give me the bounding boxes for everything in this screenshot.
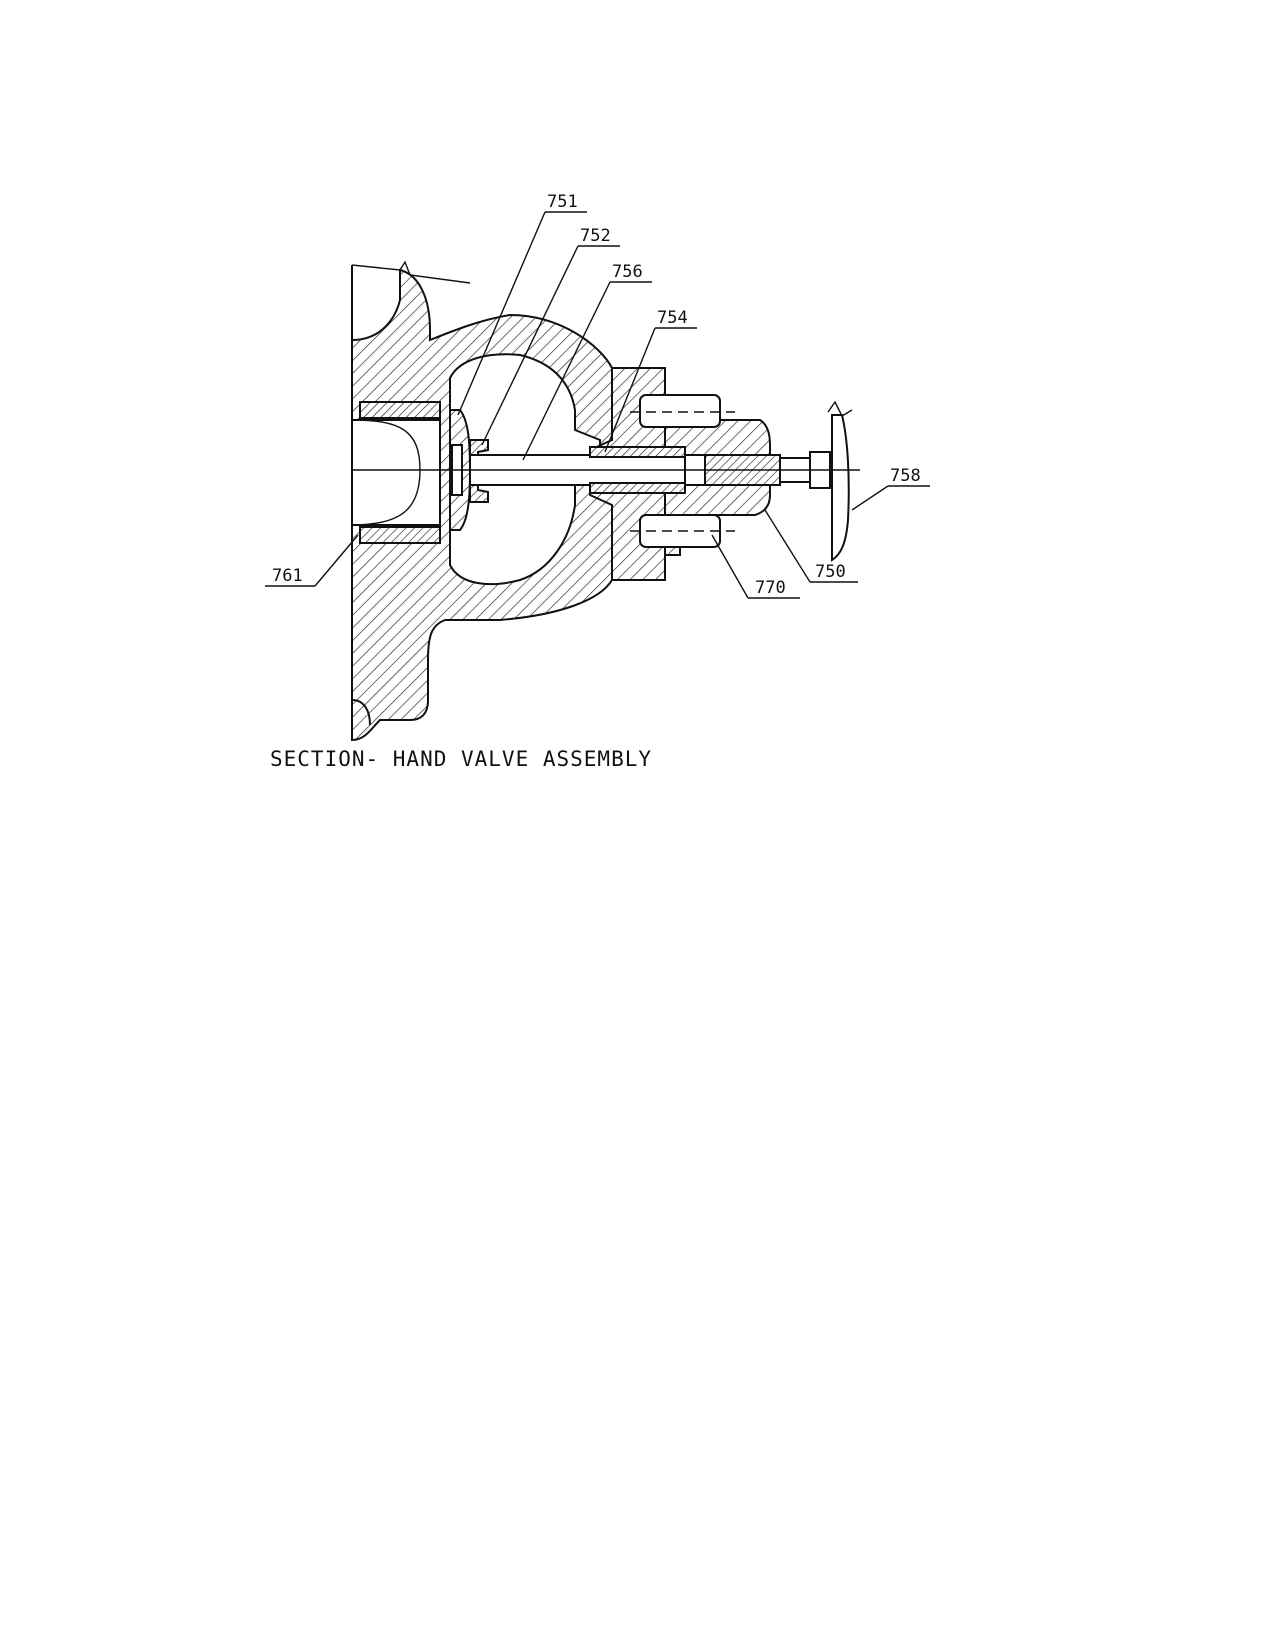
callout-758: 758 xyxy=(890,466,921,486)
packing-754-top xyxy=(589,446,686,458)
leader-lines xyxy=(265,211,930,599)
leader-758 xyxy=(851,485,889,511)
leader-761 xyxy=(314,534,359,587)
packing-754-bottom xyxy=(589,482,686,494)
drawing-caption: SECTION- HAND VALVE ASSEMBLY xyxy=(270,747,652,771)
port-bore xyxy=(351,419,441,526)
top-break-line xyxy=(351,260,471,284)
seat-insert-bottom xyxy=(359,526,441,544)
leader-750 xyxy=(764,509,811,583)
leader-751 xyxy=(457,211,546,416)
callout-770: 770 xyxy=(755,578,786,598)
body-bottom-bump xyxy=(351,699,371,726)
handwheel-break xyxy=(827,400,853,417)
callout-756: 756 xyxy=(612,262,643,282)
callout-750: 750 xyxy=(815,562,846,582)
leader-756 xyxy=(522,281,611,461)
leader-752 xyxy=(481,245,579,446)
seat-insert-top xyxy=(359,401,441,419)
callout-754: 754 xyxy=(657,308,688,328)
callout-751: 751 xyxy=(547,192,578,212)
leader-754 xyxy=(604,327,656,453)
leader-770 xyxy=(711,534,749,599)
handwheel-rim xyxy=(831,414,850,562)
callout-761: 761 xyxy=(272,566,303,586)
callout-752: 752 xyxy=(580,226,611,246)
stud-upper xyxy=(639,394,721,428)
handwheel-758 xyxy=(827,400,853,562)
